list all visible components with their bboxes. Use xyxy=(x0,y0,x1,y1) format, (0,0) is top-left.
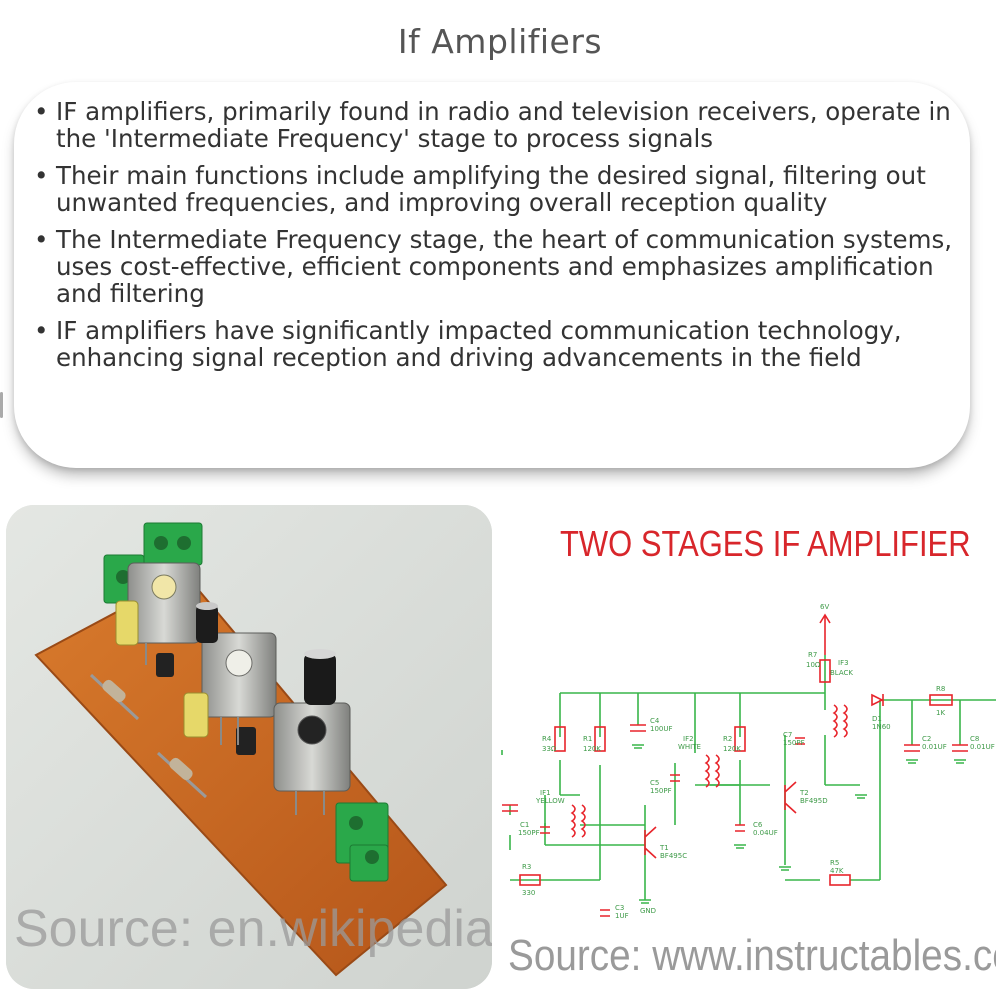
svg-text:R2: R2 xyxy=(723,735,732,743)
svg-text:BLACK: BLACK xyxy=(830,669,853,677)
pcb-illustration xyxy=(6,505,492,989)
svg-text:R7: R7 xyxy=(808,651,817,659)
schematic-grounds xyxy=(632,744,966,904)
svg-text:1UF: 1UF xyxy=(615,912,629,920)
bullet-dot-icon: • xyxy=(34,225,49,254)
svg-text:C4: C4 xyxy=(650,717,660,725)
svg-text:WHITE: WHITE xyxy=(678,743,701,751)
svg-text:R4: R4 xyxy=(542,735,552,743)
bullet-dot-icon: • xyxy=(34,97,49,126)
svg-text:D1: D1 xyxy=(872,715,882,723)
page-title: If Amplifiers xyxy=(397,22,603,61)
svg-text:6V: 6V xyxy=(820,603,829,611)
svg-text:0.01UF: 0.01UF xyxy=(970,743,995,751)
edge-marker xyxy=(0,392,3,418)
svg-text:R5: R5 xyxy=(830,859,839,867)
circuit-schematic: TWO STAGES IF AMPLIFIER xyxy=(500,505,996,989)
electrolytic-capacitor-2 xyxy=(304,649,336,705)
resistor-1 xyxy=(89,673,140,721)
svg-text:C7: C7 xyxy=(783,731,792,739)
bullet-dot-icon: • xyxy=(34,161,49,190)
svg-text:R8: R8 xyxy=(936,685,945,693)
svg-text:IF2: IF2 xyxy=(683,735,694,743)
svg-text:BF495C: BF495C xyxy=(660,852,687,860)
left-source-caption: Source: en.wikipedia.org xyxy=(14,900,492,958)
schematic-wires-green xyxy=(501,655,996,900)
svg-text:BF495D: BF495D xyxy=(800,797,828,805)
schematic-labels: 6V R7 10Ω IF3 BLACK R4 33Ω R1 120K C4 10… xyxy=(518,603,995,920)
svg-text:330: 330 xyxy=(522,889,535,897)
svg-text:C8: C8 xyxy=(970,735,979,743)
bullet-item: •The Intermediate Frequency stage, the h… xyxy=(32,226,962,307)
ceramic-capacitor-1 xyxy=(115,600,139,646)
bullet-item: •IF amplifiers have significantly impact… xyxy=(32,317,962,371)
svg-text:100UF: 100UF xyxy=(650,725,673,733)
svg-text:C1: C1 xyxy=(520,821,529,829)
ceramic-capacitor-2 xyxy=(183,692,209,738)
pcb-photo: Source: en.wikipedia.org xyxy=(6,505,492,989)
svg-text:0.04UF: 0.04UF xyxy=(753,829,778,837)
svg-text:GND: GND xyxy=(640,907,656,915)
bullet-text: Their main functions include amplifying … xyxy=(56,161,926,217)
bullet-text: IF amplifiers have significantly impacte… xyxy=(56,316,902,372)
bullet-dot-icon: • xyxy=(34,316,49,345)
if-transformer-2 xyxy=(201,632,277,718)
transistor-1 xyxy=(156,653,174,677)
svg-text:120K: 120K xyxy=(583,745,601,753)
svg-text:C6: C6 xyxy=(753,821,763,829)
schematic-title: TWO STAGES IF AMPLIFIER xyxy=(560,523,971,564)
right-source-caption: Source: www.instructables.com xyxy=(508,931,996,980)
svg-text:150PF: 150PF xyxy=(783,739,805,747)
svg-text:150PF: 150PF xyxy=(650,787,672,795)
transistor-2 xyxy=(236,727,256,755)
svg-text:120K: 120K xyxy=(723,745,741,753)
electrolytic-capacitor-1 xyxy=(196,602,218,643)
bullet-text: IF amplifiers, primarily found in radio … xyxy=(56,97,951,153)
svg-text:IF3: IF3 xyxy=(838,659,849,667)
if-transformer-1 xyxy=(127,562,201,644)
svg-text:YELLOW: YELLOW xyxy=(535,797,565,805)
svg-text:IF1: IF1 xyxy=(540,789,551,797)
svg-text:10Ω: 10Ω xyxy=(806,661,821,669)
schematic-components-red xyxy=(502,613,968,917)
svg-text:150PF: 150PF xyxy=(518,829,540,837)
svg-text:C5: C5 xyxy=(650,779,659,787)
schematic-drawing: 6V R7 10Ω IF3 BLACK R4 33Ω R1 120K C4 10… xyxy=(501,603,996,920)
bullet-list: •IF amplifiers, primarily found in radio… xyxy=(32,98,962,381)
svg-text:T1: T1 xyxy=(659,844,669,852)
svg-text:0.01UF: 0.01UF xyxy=(922,743,947,751)
svg-text:47K: 47K xyxy=(830,867,844,875)
bullet-item: •IF amplifiers, primarily found in radio… xyxy=(32,98,962,152)
component-leads xyxy=(145,643,325,815)
svg-text:33Ω: 33Ω xyxy=(542,745,557,753)
svg-text:C2: C2 xyxy=(922,735,931,743)
svg-text:R3: R3 xyxy=(522,863,531,871)
resistor-2 xyxy=(156,751,208,799)
bullet-item: •Their main functions include amplifying… xyxy=(32,162,962,216)
svg-text:R1: R1 xyxy=(583,735,592,743)
svg-text:T2: T2 xyxy=(799,789,809,797)
terminal-block-bottom xyxy=(335,802,389,882)
if-transformer-3 xyxy=(273,702,351,792)
svg-text:1K: 1K xyxy=(936,709,945,717)
svg-text:C3: C3 xyxy=(615,904,624,912)
svg-text:1N60: 1N60 xyxy=(872,723,891,731)
summary-card xyxy=(14,82,970,468)
bullet-text: The Intermediate Frequency stage, the he… xyxy=(56,225,953,308)
